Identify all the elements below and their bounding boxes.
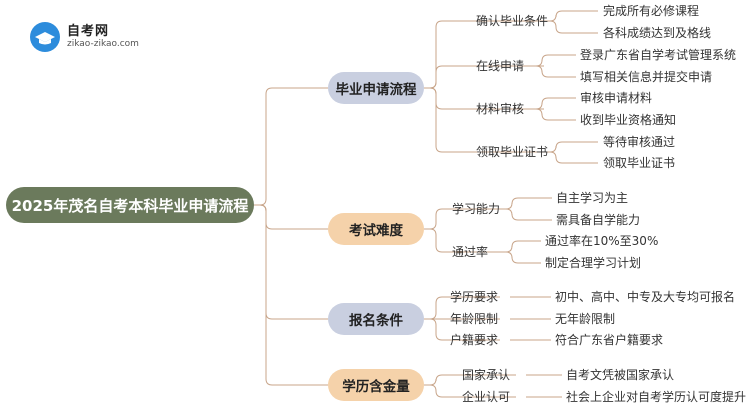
connector-line [500, 197, 552, 210]
connector-line [544, 10, 598, 22]
subtopic-enterprise-recognition: 企业认可 [462, 390, 511, 404]
leaf: 领取毕业证书 [603, 156, 676, 170]
root-topic: 2025年茂名自考本科毕业申请流程 [6, 187, 254, 223]
subtopic-online-application: 在线申请 [476, 59, 525, 73]
connector-line [530, 97, 576, 110]
leaf: 审核申请材料 [580, 91, 653, 105]
connector-line [424, 374, 458, 386]
connector-line [424, 208, 448, 230]
connector-line [254, 204, 328, 320]
subtopic-receive-certificate: 领取毕业证书 [476, 145, 549, 159]
subtopic-material-review: 材料审核 [476, 102, 525, 116]
logo-title: 自考网 [67, 24, 110, 39]
connector-line [530, 54, 576, 67]
leaf: 自主学习为主 [556, 191, 629, 205]
connector-line [544, 151, 598, 164]
graduation-cap-icon [30, 22, 60, 52]
subtopic-age-limit: 年龄限制 [450, 312, 499, 326]
connector-line [254, 87, 328, 206]
connector-line [530, 65, 576, 78]
subtopic-household-requirement: 户籍要求 [450, 333, 499, 347]
connector-line [500, 208, 552, 221]
connector-line [500, 251, 541, 264]
leaf: 通过率在10%至30% [545, 234, 659, 248]
connector-line [424, 65, 472, 89]
connector-line [544, 141, 598, 153]
leaf: 需具备自学能力 [556, 213, 641, 227]
connector-line [424, 384, 458, 398]
connector-line [424, 296, 446, 320]
leaf: 制定合理学习计划 [545, 256, 642, 270]
connector-line [424, 318, 446, 341]
leaf: 收到毕业资格通知 [580, 113, 677, 127]
connector-line [530, 108, 576, 121]
leaf: 无年龄限制 [555, 312, 616, 326]
leaf: 完成所有必修课程 [603, 4, 700, 18]
connector-line [424, 87, 472, 110]
leaf: 自考文凭被国家承认 [566, 368, 675, 382]
branch-exam-difficulty: 考试难度 [328, 213, 424, 245]
subtopic-confirm-conditions: 确认毕业条件 [476, 14, 549, 28]
subtopic-national-recognition: 国家承认 [462, 368, 511, 382]
leaf: 符合广东省户籍要求 [555, 333, 664, 347]
leaf: 填写相关信息并提交申请 [580, 70, 713, 84]
branch-graduation-process: 毕业申请流程 [328, 72, 424, 104]
connector-line [424, 87, 472, 153]
connector-line [254, 204, 328, 230]
connector-line [544, 20, 598, 34]
branch-degree-value: 学历含金量 [328, 369, 424, 401]
logo-subtitle: zikao-zikao.com [67, 39, 139, 49]
branch-registration-conditions: 报名条件 [328, 303, 424, 335]
leaf: 各科成绩达到及格线 [603, 26, 712, 40]
connector-line [500, 240, 541, 253]
leaf: 登录广东省自学考试管理系统 [580, 48, 737, 62]
leaf: 社会上企业对自考学历认可度提升 [566, 390, 747, 404]
subtopic-pass-rate: 通过率 [452, 245, 489, 259]
subtopic-learning-ability: 学习能力 [452, 202, 501, 216]
leaf: 等待审核通过 [603, 135, 676, 149]
leaf: 初中、高中、中专及大专均可报名 [555, 290, 736, 304]
connector-line [424, 20, 472, 89]
connector-line [424, 228, 448, 253]
connector-line [254, 204, 328, 386]
site-logo: 自考网 zikao-zikao.com [30, 20, 150, 54]
subtopic-education-requirement: 学历要求 [450, 290, 499, 304]
